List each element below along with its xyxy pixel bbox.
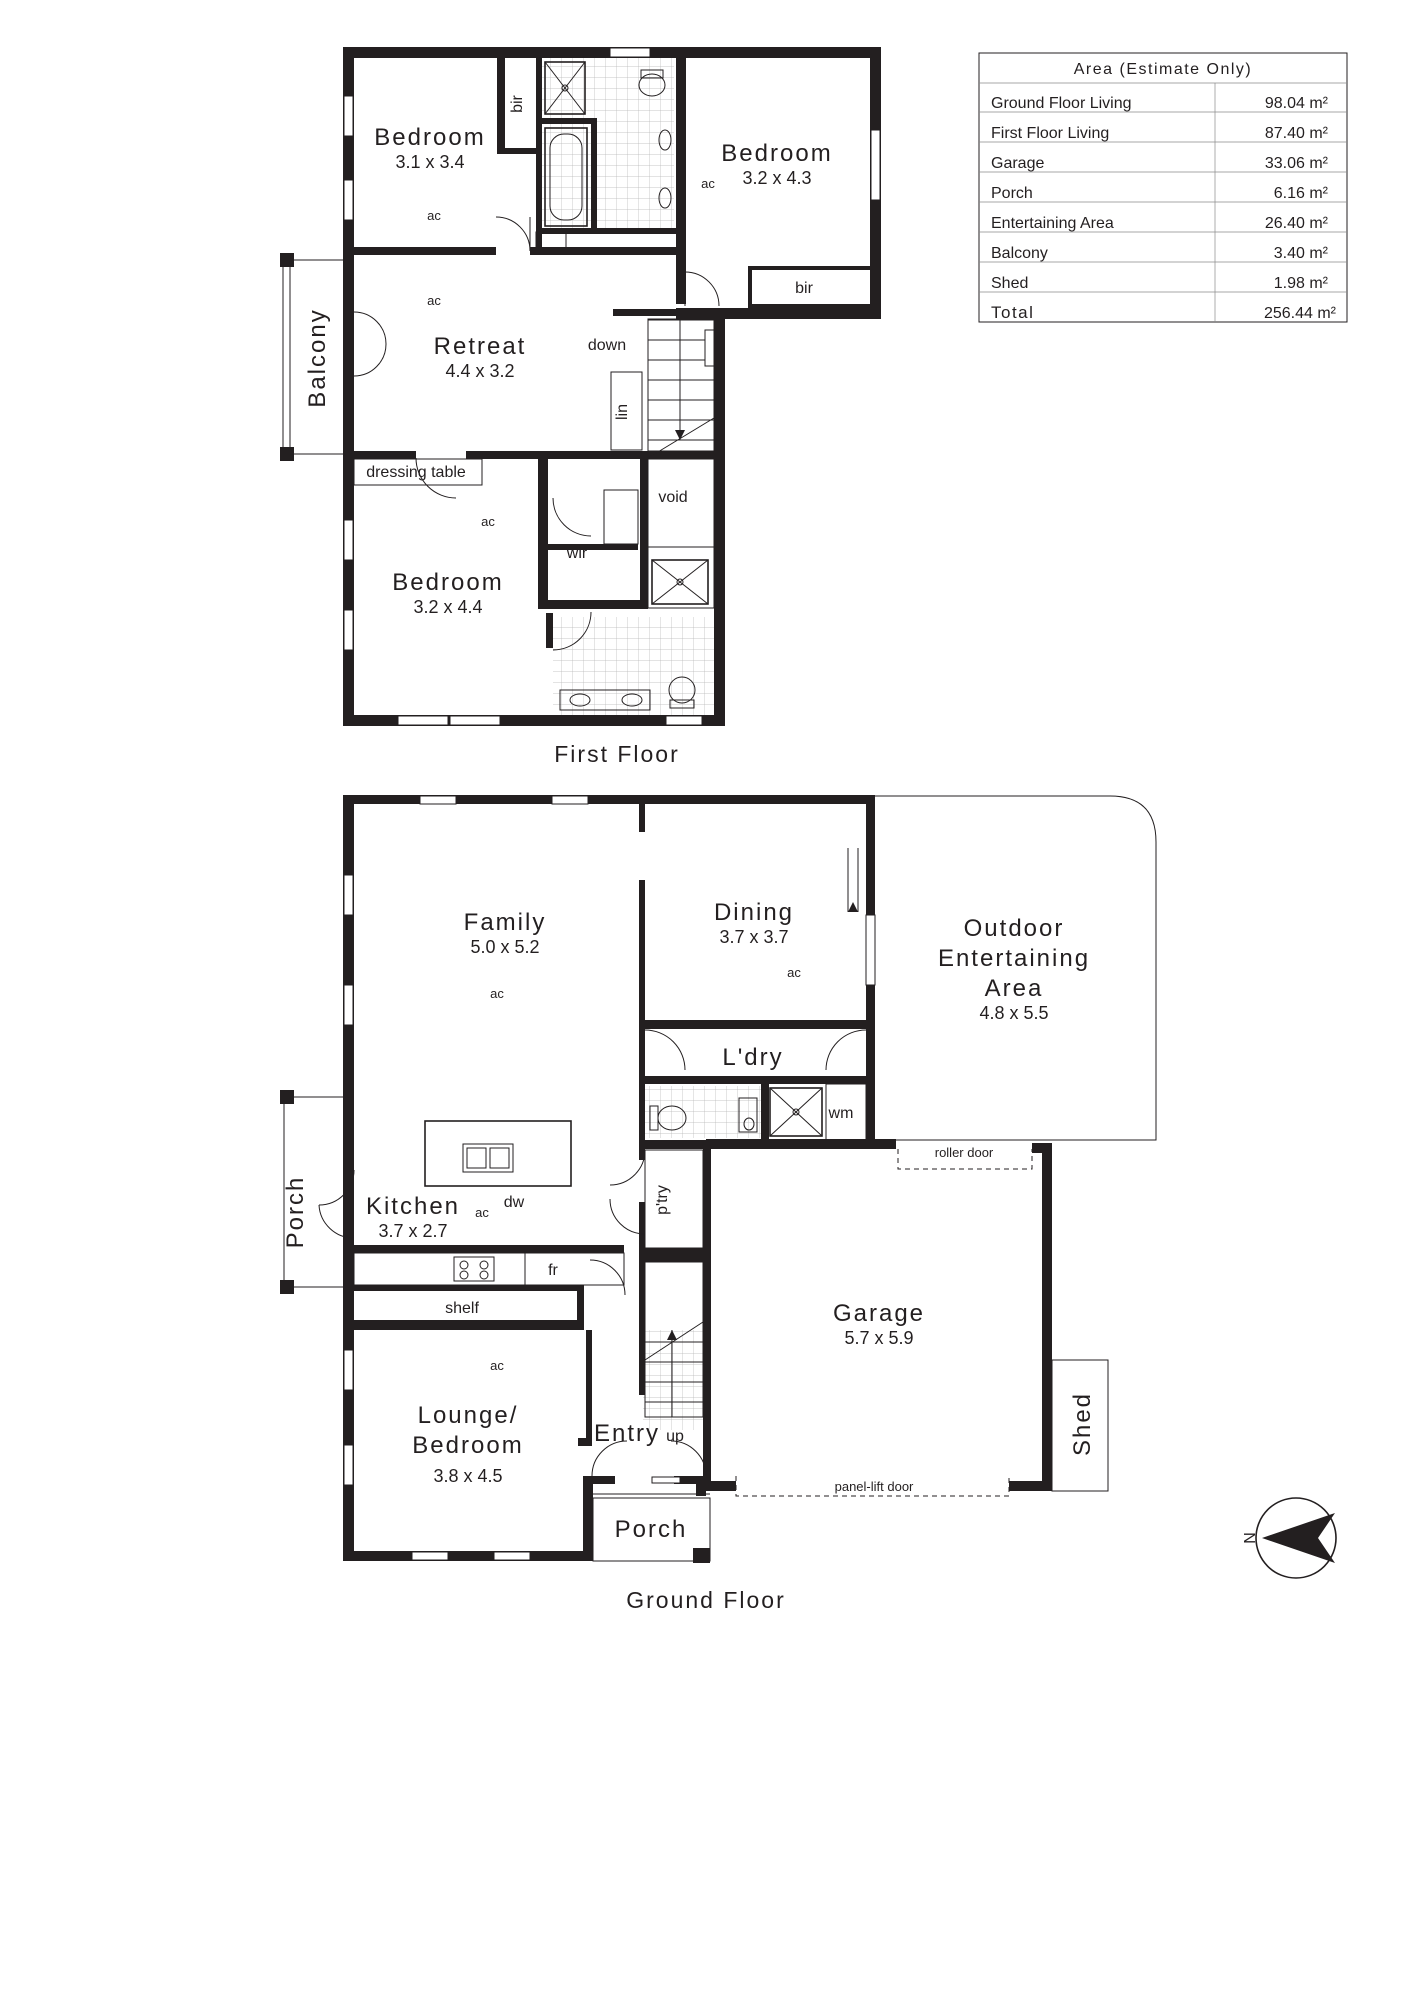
room-name: Bedroom [412,1432,523,1459]
compass-label: N [1242,1532,1259,1544]
ac-label: ac [787,965,801,980]
room-name: Area [985,975,1044,1002]
ac-label: ac [475,1205,489,1220]
area-row-label: First Floor Living [991,125,1109,142]
ground-floor-plan: Family 5.0 x 5.2 Dining 3.7 x 3.7 Outdoo… [280,795,1157,1613]
room-name: Family [464,909,547,936]
room-name: Outdoor [964,915,1065,942]
stairs-down-label: down [588,337,626,354]
void-label: void [658,489,687,506]
room-dims: 3.2 x 4.4 [413,597,482,617]
area-row-value: 26.40 m² [1265,215,1329,232]
area-row-value: 33.06 m² [1265,155,1329,172]
washing-machine-label: wm [828,1105,854,1122]
room-name: Entertaining [938,945,1090,972]
area-row-label: Porch [991,185,1033,202]
ac-label: ac [490,986,504,1001]
area-total-value: 256.44 m² [1264,305,1337,322]
area-row-value: 87.40 m² [1265,125,1329,142]
area-row-value: 1.98 m² [1274,275,1329,292]
room-dims: 4.4 x 3.2 [445,361,514,381]
area-row-label: Entertaining Area [991,215,1114,232]
room-name: Bedroom [374,124,485,151]
north-arrow-icon: N [1242,1497,1337,1579]
balcony-structure [280,253,343,461]
wir-label: wir [566,545,588,562]
side-porch-structure [280,1090,343,1294]
ac-label: ac [427,208,441,223]
room-dims: 3.2 x 4.3 [742,168,811,188]
room-dims: 5.0 x 5.2 [470,937,539,957]
bir-label: bir [795,280,813,297]
stairs-first-floor [647,318,715,459]
dishwasher-label: dw [504,1194,525,1211]
laundry-label: L'dry [722,1044,783,1071]
ac-label: ac [427,293,441,308]
entry-label: Entry [594,1420,660,1447]
room-dims: 3.8 x 4.5 [433,1466,502,1486]
bir-label: bir [509,94,526,112]
area-row-value: 98.04 m² [1265,95,1329,112]
room-dims: 4.8 x 5.5 [979,1003,1048,1023]
room-name: Bedroom [721,140,832,167]
ac-label: ac [701,176,715,191]
roller-door-label: roller door [935,1145,994,1160]
room-dims: 3.7 x 2.7 [378,1221,447,1241]
first-floor-plan: Bedroom 3.1 x 3.4 Bedroom 3.2 x 4.3 Retr… [280,47,881,767]
front-porch-structure [592,1493,711,1563]
ac-label: ac [490,1358,504,1373]
room-dims: 5.7 x 5.9 [844,1328,913,1348]
porch-label: Porch [282,1176,309,1249]
room-dims: 3.1 x 3.4 [395,152,464,172]
area-table: Area (Estimate Only) Ground Floor Living… [978,52,1348,323]
area-table-title: Area (Estimate Only) [1074,61,1252,78]
stairs-up-label: up [666,1428,684,1445]
linen-label: lin [614,404,631,420]
room-name: Lounge/ [418,1402,519,1429]
room-name: Garage [833,1300,925,1327]
ac-label: ac [481,514,495,529]
area-row-label: Balcony [991,245,1048,262]
shed-label: Shed [1069,1392,1096,1456]
shelf-label: shelf [445,1300,479,1317]
area-row-label: Garage [991,155,1044,172]
area-row-value: 3.40 m² [1274,245,1329,262]
room-dims: 3.7 x 3.7 [719,927,788,947]
pantry-label: p'try [654,1185,671,1215]
area-row-value: 6.16 m² [1274,185,1329,202]
room-name: Kitchen [366,1193,460,1220]
stairs-ground-floor [644,1261,704,1418]
dressing-table-label: dressing table [366,464,466,481]
room-name: Bedroom [392,569,503,596]
porch-label: Porch [615,1516,688,1543]
room-name: Dining [714,899,794,926]
room-name: Retreat [434,333,527,360]
area-total-label: Total [991,303,1034,322]
panel-lift-door-label: panel-lift door [835,1479,914,1494]
kitchen-island [424,1120,572,1187]
balcony-label: Balcony [304,308,331,407]
area-row-label: Ground Floor Living [991,95,1132,112]
fridge-label: fr [548,1262,558,1279]
area-row-label: Shed [991,275,1028,292]
ground-floor-title: Ground Floor [626,1587,786,1613]
first-floor-title: First Floor [554,741,680,767]
